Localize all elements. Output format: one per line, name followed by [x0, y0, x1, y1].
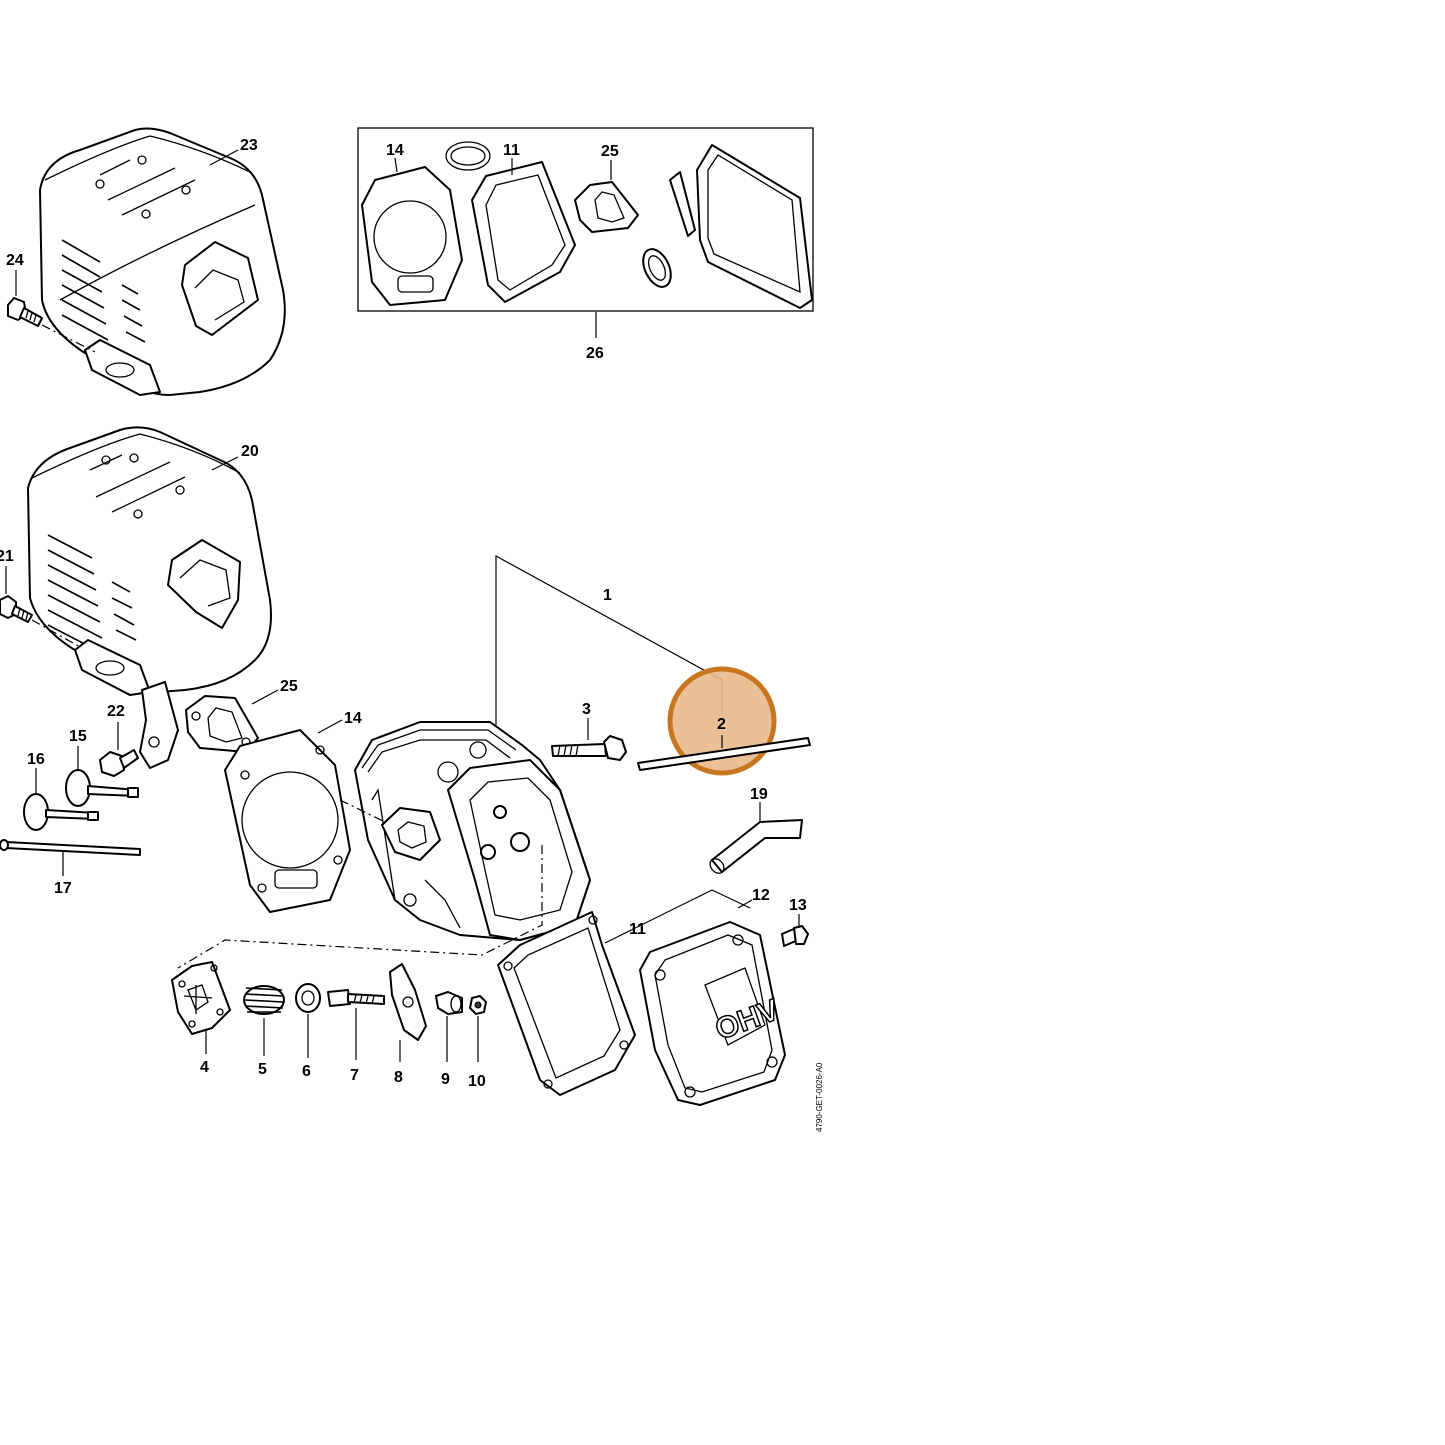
callout-19[interactable]: 19 [750, 786, 768, 803]
callout-17[interactable]: 17 [54, 880, 72, 897]
callout-15[interactable]: 15 [69, 728, 87, 745]
callout-25-box[interactable]: 25 [601, 143, 619, 160]
cylinder-head-1[interactable] [354, 721, 591, 941]
callout-11-box[interactable]: 11 [503, 142, 520, 159]
bolt-24[interactable] [7, 297, 43, 327]
callout-4[interactable]: 4 [200, 1059, 209, 1076]
callout-24[interactable]: 24 [6, 252, 24, 269]
callout-26[interactable]: 26 [586, 345, 604, 362]
callout-8[interactable]: 8 [394, 1069, 403, 1086]
valve-cover-gasket-11[interactable] [497, 911, 636, 1096]
callout-21[interactable]: 21 [0, 548, 14, 565]
bolt-21[interactable] [0, 595, 33, 623]
callout-22[interactable]: 22 [107, 703, 125, 720]
callout-16[interactable]: 16 [27, 751, 45, 768]
valve-cover-12[interactable]: OHV [639, 921, 786, 1106]
valve-15[interactable] [65, 769, 139, 807]
breather-tube-19[interactable] [707, 819, 803, 876]
callout-14-box[interactable]: 14 [386, 142, 404, 159]
push-rod-17[interactable] [0, 839, 141, 856]
callout-14[interactable]: 14 [344, 710, 362, 727]
valve-16[interactable] [23, 793, 99, 831]
callout-12[interactable]: 12 [752, 887, 770, 904]
bolt-3[interactable] [551, 735, 627, 761]
retainer-6[interactable] [295, 983, 321, 1013]
bolt-22[interactable] [99, 749, 139, 777]
bolt-13[interactable] [781, 925, 809, 947]
pivot-9[interactable] [435, 991, 463, 1015]
callout-7[interactable]: 7 [350, 1067, 359, 1084]
callout-2[interactable]: 2 [717, 716, 726, 733]
callout-23[interactable]: 23 [240, 137, 258, 154]
callout-13[interactable]: 13 [789, 897, 807, 914]
nut-10[interactable] [469, 995, 487, 1015]
callout-25[interactable]: 25 [280, 678, 298, 695]
rocker-arm-8[interactable] [389, 963, 427, 1041]
muffler-shield-20[interactable] [27, 426, 272, 769]
callout-11[interactable]: 11 [629, 921, 646, 938]
gasket-set-box-26[interactable] [357, 127, 814, 312]
reference-code: 4790-GET-0026-A0 [815, 1062, 824, 1132]
rocker-stud-7[interactable] [327, 989, 385, 1007]
muffler-shield-23[interactable] [39, 127, 286, 396]
callout-5[interactable]: 5 [258, 1061, 267, 1078]
head-gasket-14[interactable] [224, 729, 351, 913]
pin-2[interactable] [637, 737, 811, 771]
callout-9[interactable]: 9 [441, 1071, 450, 1088]
callout-3[interactable]: 3 [582, 701, 591, 718]
callout-1[interactable]: 1 [603, 587, 612, 604]
valve-spring-5[interactable] [243, 985, 285, 1015]
callout-20[interactable]: 20 [241, 443, 259, 460]
callout-6[interactable]: 6 [302, 1063, 311, 1080]
callout-10[interactable]: 10 [468, 1073, 486, 1090]
guide-plate-4[interactable] [171, 961, 231, 1035]
